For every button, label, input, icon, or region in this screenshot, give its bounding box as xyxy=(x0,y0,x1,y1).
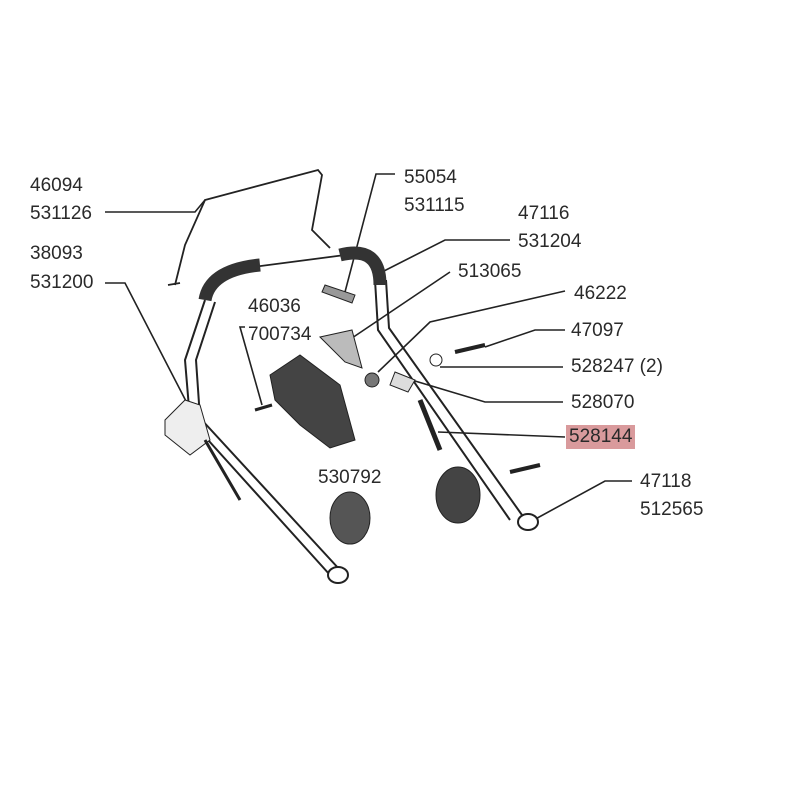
cable-bracket xyxy=(164,399,211,456)
part-number-55054[interactable]: 55054 xyxy=(404,167,457,188)
knob-left xyxy=(329,491,371,545)
part-number-700734[interactable]: 700734 xyxy=(248,324,312,345)
part-number-531126[interactable]: 531126 xyxy=(30,203,92,224)
upper-handle xyxy=(174,168,331,286)
part-number-46094[interactable]: 46094 xyxy=(30,175,83,196)
leader-47097 xyxy=(484,329,565,348)
left-tube xyxy=(183,299,331,576)
part-number-47118[interactable]: 47118 xyxy=(640,471,692,492)
part-number-47097[interactable]: 47097 xyxy=(571,320,624,341)
part-number-46036[interactable]: 46036 xyxy=(248,296,301,317)
leader-46222 xyxy=(377,290,566,373)
part-number-512565[interactable]: 512565 xyxy=(640,499,704,520)
part-number-38093[interactable]: 38093 xyxy=(30,243,83,264)
leader-513065 xyxy=(351,271,451,339)
part-number-531200[interactable]: 531200 xyxy=(30,272,94,293)
part-number-530792[interactable]: 530792 xyxy=(318,467,382,488)
leader-700734 xyxy=(238,326,263,406)
part-number-531204[interactable]: 531204 xyxy=(518,231,582,252)
leader-531200 xyxy=(105,282,189,406)
part-number-46222[interactable]: 46222 xyxy=(574,283,627,304)
right-grip xyxy=(338,246,387,286)
leader-528144 xyxy=(437,431,566,438)
leader-531115 xyxy=(344,173,395,293)
part-number-47116[interactable]: 47116 xyxy=(518,203,570,224)
leader-531204 xyxy=(381,239,510,273)
leader-531126 xyxy=(105,199,206,213)
cover xyxy=(269,354,356,449)
part-number-528144-highlighted[interactable]: 528144 xyxy=(566,425,636,449)
leader-512565 xyxy=(529,480,632,523)
left-grip xyxy=(198,258,261,302)
part-number-528247[interactable]: 528247 (2) xyxy=(571,356,663,377)
knob-right xyxy=(435,466,481,524)
right-tube xyxy=(374,279,511,521)
part-number-531115[interactable]: 531115 xyxy=(404,195,465,216)
leader-528070 xyxy=(404,377,563,403)
part-number-528070[interactable]: 528070 xyxy=(571,392,635,413)
part-number-513065[interactable]: 513065 xyxy=(458,261,522,282)
